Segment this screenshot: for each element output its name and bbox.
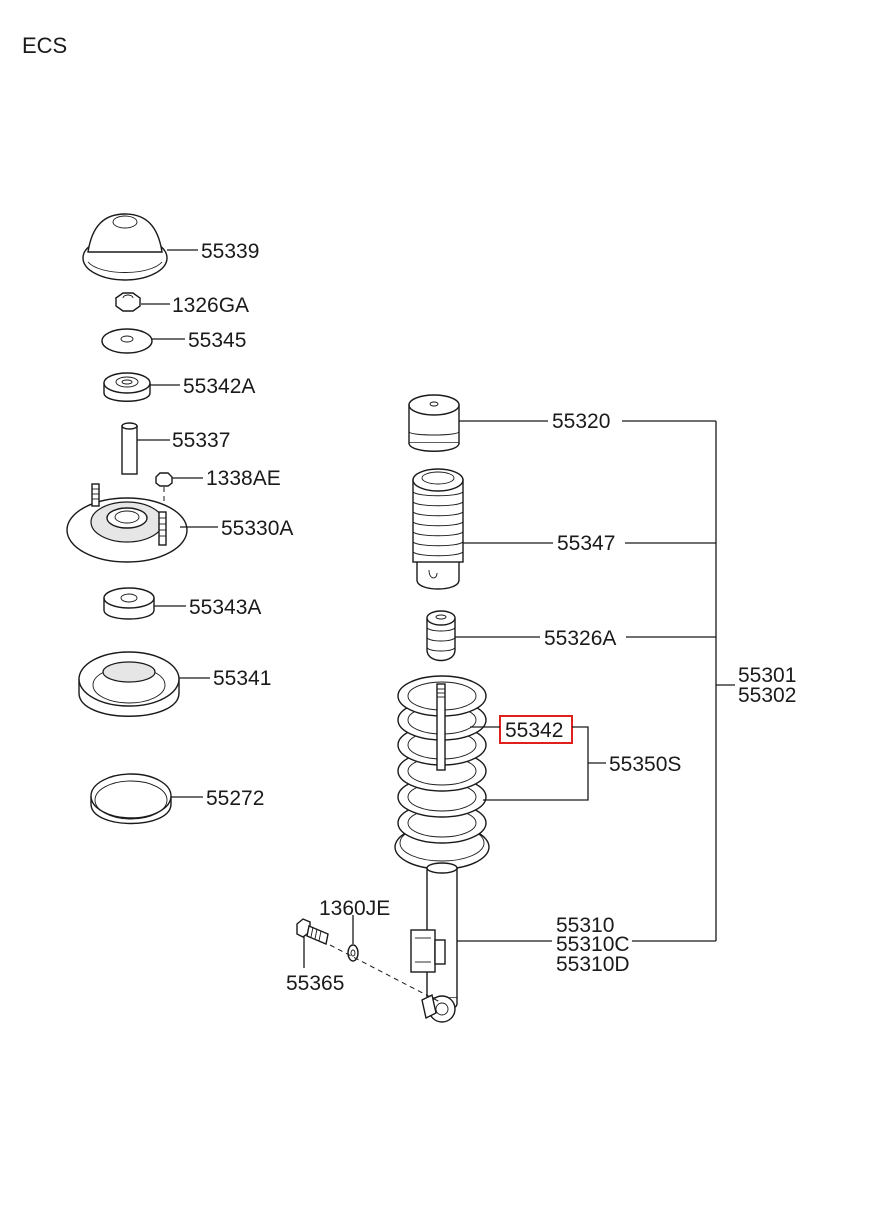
- strut-mount-part: [66, 483, 188, 563]
- retaining-ring-part: [90, 773, 172, 825]
- part-label-55343A: 55343A: [189, 596, 261, 619]
- part-label-55341: 55341: [213, 667, 271, 690]
- part-label-55342: 55342: [505, 719, 563, 742]
- part-label-55339: 55339: [201, 240, 259, 263]
- dust-cap-part: [82, 213, 168, 281]
- highlight-box-55342: [499, 715, 573, 744]
- part-label-55365: 55365: [286, 972, 344, 995]
- part-label-55342A: 55342A: [183, 375, 255, 398]
- bump-stop-part: [426, 610, 456, 662]
- part-label-55302: 55302: [738, 684, 796, 707]
- dust-boot-part: [412, 468, 464, 590]
- nut-part: [114, 292, 142, 312]
- part-label-55330A: 55330A: [221, 517, 293, 540]
- washer-part: [101, 328, 153, 354]
- bolt-install-line: [329, 944, 441, 1003]
- part-label-55310: 55310: [556, 914, 614, 937]
- part-label-55347: 55347: [557, 532, 615, 555]
- bushing-part: [103, 372, 151, 402]
- part-label-55320: 55320: [552, 410, 610, 433]
- bolt-part: [296, 918, 329, 945]
- part-label-55310C: 55310C: [556, 933, 630, 956]
- part-label-55310D: 55310D: [556, 953, 630, 976]
- part-label-1326GA: 1326GA: [172, 294, 249, 317]
- coil-spring-part: [394, 675, 490, 870]
- part-label-55337: 55337: [172, 429, 230, 452]
- part-label-55326A: 55326A: [544, 627, 616, 650]
- spring-pad-part: [78, 651, 180, 717]
- small-washer-part: [347, 944, 359, 962]
- part-label-55345: 55345: [188, 329, 246, 352]
- part-label-1338AE: 1338AE: [206, 467, 281, 490]
- part-label-1360JE: 1360JE: [319, 897, 390, 920]
- part-label-55272: 55272: [206, 787, 264, 810]
- collar-part: [121, 422, 138, 475]
- bump-rubber-part: [103, 587, 155, 620]
- mounting-nut-part: [155, 472, 173, 487]
- diagram-title: ECS: [22, 33, 67, 58]
- part-label-55350S: 55350S: [609, 753, 681, 776]
- shock-absorber-part: [410, 862, 458, 1023]
- part-label-55301: 55301: [738, 664, 796, 687]
- upper-cap-part: [408, 394, 460, 452]
